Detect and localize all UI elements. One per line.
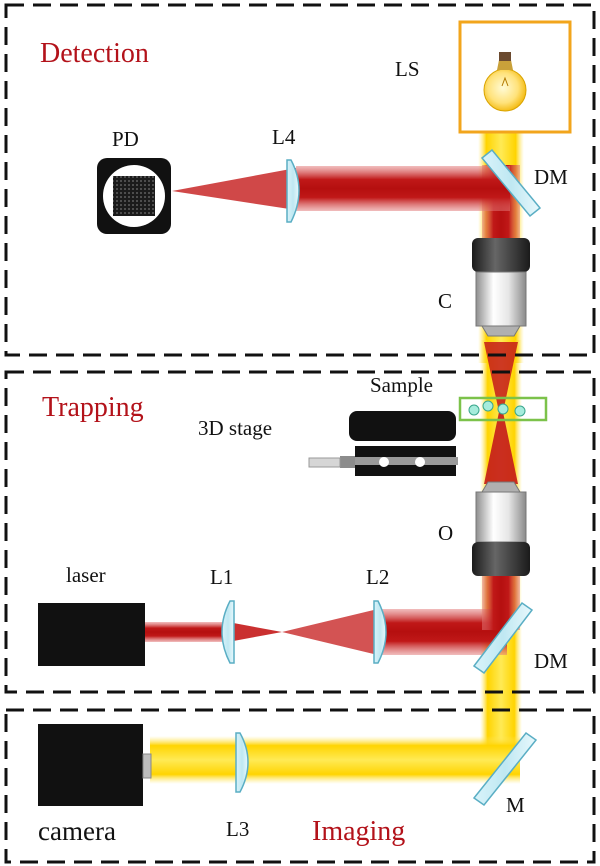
dichroic-mirror-bottom <box>472 601 534 675</box>
condenser <box>472 238 530 337</box>
trapped-particle <box>497 403 509 415</box>
lens-l2-label: L2 <box>366 565 389 589</box>
sample-label: Sample <box>370 373 433 397</box>
photodiode-label: PD <box>112 127 139 151</box>
detection-title: Detection <box>40 38 149 69</box>
trapped-particle <box>514 405 526 417</box>
lightbulb-icon <box>483 52 527 112</box>
dichroic-mirror-top-label: DM <box>534 165 568 189</box>
detection-section-border <box>4 3 596 357</box>
light-source-lamp <box>458 20 572 134</box>
imaging-title: Imaging <box>312 816 405 847</box>
imaging-section-border <box>4 708 596 864</box>
3d-stage <box>308 411 458 476</box>
camera <box>38 724 152 806</box>
mirror-label: M <box>506 793 525 817</box>
lens-l2 <box>373 600 387 664</box>
objective-label: O <box>438 521 453 545</box>
lens-l3-label: L3 <box>226 817 249 841</box>
lens-l3 <box>235 732 249 793</box>
trapped-particle <box>468 404 480 416</box>
mirror <box>472 731 538 807</box>
camera-label: camera <box>38 816 116 846</box>
3d-stage-label: 3D stage <box>198 416 272 440</box>
lens-l4 <box>286 159 300 223</box>
lens-l1 <box>221 600 235 664</box>
dichroic-mirror-top <box>480 148 542 218</box>
lens-l4-label: L4 <box>272 125 296 149</box>
lens-l1-label: L1 <box>210 565 233 589</box>
laser-beam <box>145 165 520 656</box>
trapping-section-border <box>4 370 596 694</box>
trapping-title: Trapping <box>42 392 144 423</box>
laser-label: laser <box>66 563 106 587</box>
trapped-particle <box>482 400 494 412</box>
condenser-label: C <box>438 289 452 313</box>
photodiode <box>97 158 171 234</box>
light-source-label: LS <box>395 57 420 81</box>
sample <box>458 396 548 422</box>
laser-source <box>38 603 145 666</box>
objective <box>472 481 530 576</box>
dichroic-mirror-bottom-label: DM <box>534 649 568 673</box>
